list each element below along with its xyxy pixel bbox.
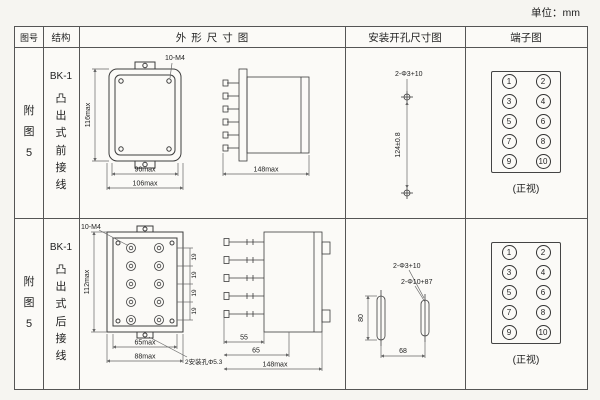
fig-number-label: 附图5 [23,105,35,159]
terminal-view-caption: (正视) [512,354,540,366]
dim-label-pitch: 19 [191,289,198,297]
terminal-1: 1 [501,74,517,89]
table-divider [465,27,466,389]
dimension-table: 图号 结构 外形尺寸图 安装开孔尺寸图 端子图 附图5 BK-1 凸出式前接线 [14,26,588,390]
table-divider [43,27,44,389]
dimension-lines [92,62,310,190]
front-view [108,61,182,169]
terminal-diagram: 1 2 3 4 5 6 7 8 9 10 [491,241,561,344]
terminal-5: 5 [501,114,517,129]
dim-label-hspacing: 68 [399,348,407,355]
dim-label-width1: 65max [134,340,156,347]
terminal-7: 7 [501,134,517,149]
table-divider [15,47,587,48]
column-header-outline: 外形尺寸图 [175,31,254,44]
terminal-7: 7 [501,305,517,320]
terminal-5: 5 [501,285,517,300]
table-divider [345,27,346,389]
terminal-9: 9 [501,325,517,340]
outline-drawing-cell: 10-M4 116max 96max 106max 148max [79,47,345,218]
dimension-lines [365,269,426,358]
terminal-6: 6 [535,285,551,300]
terminal-8: 8 [535,134,551,149]
dim-label-height: 116max [85,102,92,127]
rear-view [106,225,184,339]
dim-label-width2: 106max [133,181,158,188]
table-divider [79,27,80,389]
dimension-lines [91,229,323,371]
side-view [222,68,310,162]
terminal-10: 10 [535,154,551,169]
dim-label-screws: 10-M4 [165,55,185,62]
dim-label-height: 112max [84,269,91,294]
dim-label-holes: 2-Φ3+10 [395,71,423,78]
terminal-4: 4 [535,265,551,280]
install-drawing-cell: 2-Φ3+10 2-Φ10+87 80 68 [345,218,465,389]
dim-label-body: 65 [252,348,260,355]
structure-cell: BK-1 凸出式前接线 [43,47,79,218]
dim-label-holes1: 2-Φ3+10 [393,263,421,270]
terminal-3: 3 [501,94,517,109]
terminal-2: 2 [535,74,551,89]
outline-drawing-rear-wiring: 10-M4 112max 19 19 19 19 65max 88max 2安装… [81,224,331,371]
unit-label: 单位：mm [531,7,580,19]
fig-number-cell: 附图5 [15,218,43,389]
outline-drawing-cell: 10-M4 112max 19 19 19 19 65max 88max 2安装… [79,218,345,389]
dim-label-pitch: 19 [191,307,198,315]
dim-label-holes2: 2-Φ10+87 [401,279,433,286]
mount-type-label: 凸出式后接线 [55,264,67,362]
dim-label-width2: 88max [134,354,156,361]
dim-label-depth: 148max [263,362,288,369]
column-header-install: 安装开孔尺寸图 [368,31,442,44]
dim-label-pitch: 19 [191,271,198,279]
terminal-8: 8 [535,305,551,320]
dim-label-stud: 55 [240,335,248,342]
terminal-3: 3 [501,265,517,280]
mount-type-label: 凸出式前接线 [55,93,67,191]
terminal-10: 10 [535,325,551,340]
mounting-slots [376,290,430,346]
dim-label-depth: 148max [254,167,279,174]
terminal-diagram-cell: 1 2 3 4 5 6 7 8 9 10 (正视) [465,218,587,389]
column-header-structure: 结构 [51,33,71,44]
column-header-fig: 图号 [19,32,38,43]
terminal-1: 1 [501,245,517,260]
dim-label-pitch: 19 [191,253,198,261]
mounting-holes [401,91,413,199]
terminal-2: 2 [535,245,551,260]
rear-terminals [126,243,164,325]
dim-label-vspacing: 80 [358,314,365,322]
dim-label-hole-note: 2安装孔Φ5.3 [185,357,223,366]
install-hole-drawing: 2-Φ3+10 124±0.8 [395,71,423,199]
dim-label-spacing: 124±0.8 [395,132,402,157]
model-label: BK-1 [49,242,73,254]
terminal-diagram-cell: 1 2 3 4 5 6 7 8 9 10 (正视) [465,47,587,218]
fig-number-cell: 附图5 [15,47,43,218]
install-hole-drawing: 2-Φ3+10 2-Φ10+87 80 68 [358,263,433,358]
fig-number-label: 附图5 [23,276,35,330]
dim-label-screws: 10-M4 [81,224,101,231]
table-divider [15,218,587,219]
structure-cell: BK-1 凸出式后接线 [43,218,79,389]
dim-label-width1: 96max [134,167,156,174]
terminal-4: 4 [535,94,551,109]
terminal-9: 9 [501,154,517,169]
install-drawing-cell: 2-Φ3+10 124±0.8 [345,47,465,218]
terminal-6: 6 [535,114,551,129]
side-view [223,231,331,333]
model-label: BK-1 [49,71,73,83]
terminal-view-caption: (正视) [512,183,540,195]
outline-drawing-front-wiring: 10-M4 116max 96max 106max 148max [85,55,310,190]
column-header-terminal: 端子图 [510,31,542,44]
terminal-diagram: 1 2 3 4 5 6 7 8 9 10 [491,70,561,173]
